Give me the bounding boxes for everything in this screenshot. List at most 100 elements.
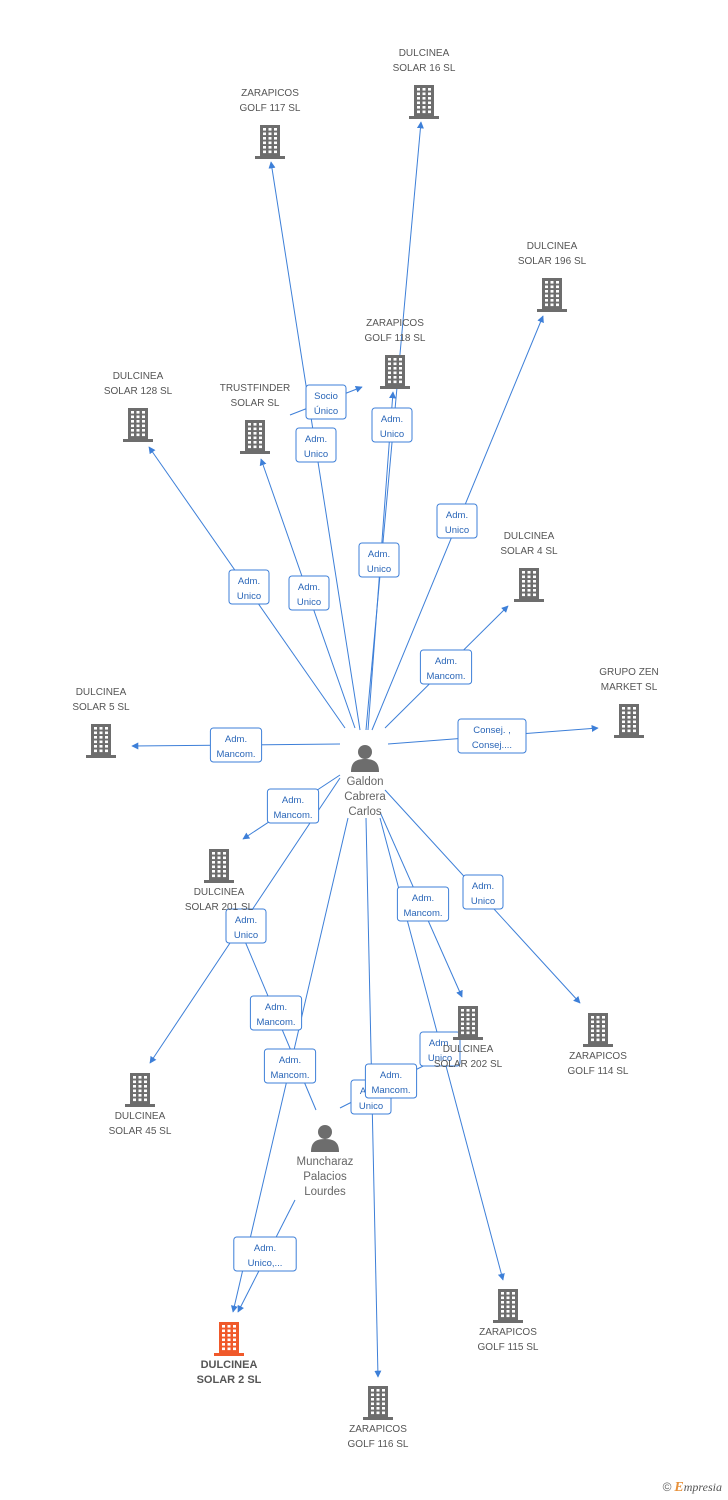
role-badge-carlos-zg117[interactable]: Adm.Unico	[295, 427, 337, 463]
building-icon	[537, 278, 567, 312]
role-badge-carlos-zg118[interactable]: Adm.Unico	[358, 542, 400, 578]
role-label: Unico	[237, 591, 261, 602]
role-label: Adm.	[225, 734, 247, 745]
building-icon	[214, 1322, 244, 1356]
role-label: Adm.	[279, 1055, 301, 1066]
role-label: Adm.	[429, 1038, 451, 1049]
company-name-line: ZARAPICOS	[241, 88, 299, 99]
company-name-line: SOLAR 201 SL	[185, 902, 254, 913]
empresia-brand[interactable]: ©Empresia	[663, 1480, 722, 1496]
role-badge-carlos-ds5[interactable]: Adm.Mancom.	[209, 727, 263, 763]
role-badge-box	[436, 503, 478, 539]
role-badge-carlos-ds4[interactable]: Adm. Mancom.	[419, 649, 473, 685]
role-label: Adm.	[380, 1070, 402, 1081]
copyright-symbol: ©	[662, 1480, 672, 1494]
building-icon	[380, 355, 410, 389]
role-badge-carlos-ds45[interactable]: Adm. Unico	[225, 908, 267, 944]
role-label: Adm.	[282, 795, 304, 806]
company-name-line: DULCINEA	[201, 1359, 258, 1371]
building-icon	[123, 408, 153, 442]
person-name-line: Muncharaz	[297, 1156, 354, 1168]
company-node-ds201[interactable]: DULCINEA SOLAR 201 SL	[185, 849, 254, 913]
role-badge-carlos-ds16[interactable]: Adm. Unico	[371, 407, 413, 443]
role-badge-box	[419, 649, 473, 685]
company-name-line: SOLAR 128 SL	[104, 386, 173, 397]
building-icon	[409, 85, 439, 119]
role-badge-carlos-ds202[interactable]: Adm.Mancom.	[396, 886, 450, 922]
company-name-line: GOLF 115 SL	[478, 1342, 539, 1353]
company-name-line: DULCINEA	[113, 371, 164, 382]
role-label: Adm.	[446, 510, 468, 521]
role-label: Adm.	[235, 915, 257, 926]
person-name-line: Cabrera	[344, 791, 386, 803]
role-label: Mancom.	[371, 1085, 410, 1096]
role-label: Unico	[380, 429, 404, 440]
role-label: Consej. ,	[473, 725, 511, 736]
role-badge-lourdes-zg115[interactable]: Adm. Mancom.	[364, 1063, 418, 1099]
role-badge-carlos-ds128[interactable]: Adm.Unico	[228, 569, 270, 605]
building-icon	[86, 724, 116, 758]
role-label: Adm.	[435, 656, 457, 667]
role-badge-box	[358, 542, 400, 578]
role-badge-lourdes-ds2[interactable]: Adm. Unico,...	[233, 1236, 297, 1272]
building-icon	[204, 849, 234, 883]
company-name-line: DULCINEA	[194, 887, 245, 898]
company-node-ds128[interactable]: DULCINEA SOLAR 128 SL	[104, 371, 173, 442]
building-icon	[255, 125, 285, 159]
role-label: Mancom.	[426, 671, 465, 682]
role-badge-carlos-zg114[interactable]: Adm.Unico	[462, 874, 504, 910]
building-icon	[614, 704, 644, 738]
role-label: Unico,...	[248, 1258, 283, 1269]
company-name-line: SOLAR 5 SL	[72, 702, 130, 713]
company-name-line: GOLF 114 SL	[568, 1066, 629, 1077]
company-name-line: SOLAR 45 SL	[109, 1126, 172, 1137]
role-badge-carlos-ds201[interactable]: Adm. Mancom.	[266, 788, 320, 824]
building-icon	[583, 1013, 613, 1047]
role-label: Unico	[234, 930, 258, 941]
role-label: Mancom.	[403, 908, 442, 919]
role-label: Socio	[314, 391, 338, 402]
role-label: Mancom.	[273, 810, 312, 821]
role-badge-carlos-zg115[interactable]: Adm.Unico	[419, 1031, 461, 1067]
company-name-line: ZARAPICOS	[366, 318, 424, 329]
company-name-line: DULCINEA	[527, 241, 578, 252]
role-label: Único	[314, 406, 338, 417]
person-icon	[351, 745, 379, 772]
person-name-line: Carlos	[348, 806, 381, 818]
role-label: Unico	[297, 597, 321, 608]
role-label: Unico	[471, 896, 495, 907]
role-badge-carlos-trust[interactable]: Adm.Unico	[288, 575, 330, 611]
brand-name: mpresia	[683, 1480, 722, 1494]
company-name-line: MARKET SL	[601, 682, 658, 693]
company-name-line: SOLAR 16 SL	[393, 63, 456, 74]
role-badge-carlos-ds196[interactable]: Adm.Unico	[436, 503, 478, 539]
role-badge-box	[209, 727, 263, 763]
role-badge-lourdes-ds2[interactable]: Adm.Mancom.	[249, 995, 303, 1031]
role-label: Mancom.	[256, 1017, 295, 1028]
role-badge-box	[364, 1063, 418, 1099]
company-name-line: TRUSTFINDER	[220, 383, 291, 394]
role-label: Unico	[359, 1101, 383, 1112]
role-badge-carlos-ds2[interactable]: Adm.Mancom.	[263, 1048, 317, 1084]
role-label: Adm.	[381, 414, 403, 425]
role-label: Adm.	[254, 1243, 276, 1254]
role-badge-carlos-gzm[interactable]: Consej. ,Consej....	[457, 718, 527, 754]
